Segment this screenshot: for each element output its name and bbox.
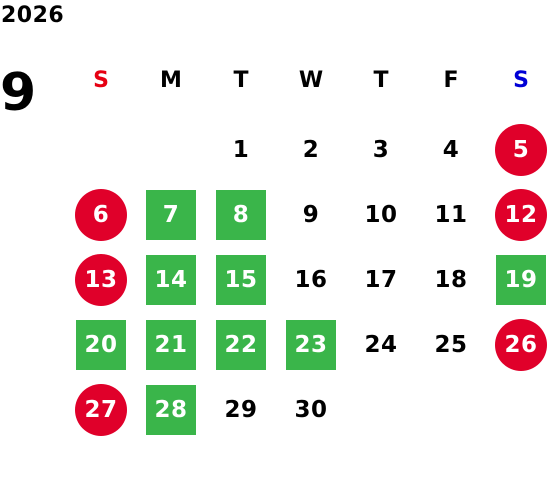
calendar-day: 19: [496, 255, 546, 305]
calendar-day: 14: [146, 255, 196, 305]
calendar-day: 20: [76, 320, 126, 370]
calendar-day: 28: [146, 385, 196, 435]
weekday-header: M: [160, 68, 182, 93]
weekday-header: T: [233, 68, 249, 93]
weekday-header: W: [298, 68, 324, 93]
calendar-day: 26: [495, 319, 547, 371]
calendar-day: 16: [294, 267, 328, 293]
calendar-day: 21: [146, 320, 196, 370]
calendar-day: 2: [302, 137, 320, 163]
calendar-day: 4: [442, 137, 460, 163]
calendar-month: 9: [0, 63, 37, 123]
calendar-day: 23: [286, 320, 336, 370]
weekday-header: F: [443, 68, 459, 93]
calendar-day: 10: [364, 202, 398, 228]
calendar-day: 18: [434, 267, 468, 293]
calendar-day: 11: [434, 202, 468, 228]
weekday-header: S: [93, 68, 109, 93]
weekday-header: T: [373, 68, 389, 93]
calendar-day: 9: [302, 202, 320, 228]
calendar-day: 24: [364, 332, 398, 358]
calendar-day: 7: [146, 190, 196, 240]
calendar-day: 25: [434, 332, 468, 358]
calendar-day: 13: [75, 254, 127, 306]
calendar-day: 6: [75, 189, 127, 241]
calendar-day: 17: [364, 267, 398, 293]
calendar-day: 22: [216, 320, 266, 370]
calendar-day: 5: [495, 124, 547, 176]
calendar-day: 30: [294, 397, 328, 423]
weekday-header: S: [513, 68, 529, 93]
calendar-day: 1: [232, 137, 250, 163]
calendar-year: 2026: [1, 3, 65, 28]
calendar-day: 27: [75, 384, 127, 436]
calendar-day: 12: [495, 189, 547, 241]
calendar-day: 29: [224, 397, 258, 423]
calendar-day: 15: [216, 255, 266, 305]
calendar-day: 3: [372, 137, 390, 163]
calendar-day: 8: [216, 190, 266, 240]
